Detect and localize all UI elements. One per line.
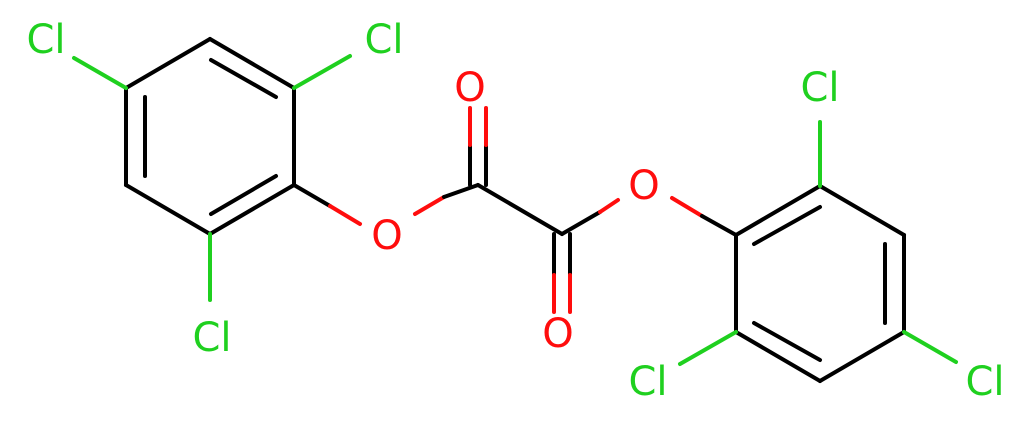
aromatic-inner-bond	[752, 321, 822, 362]
aromatic-inner-bond	[752, 205, 822, 246]
bond-o	[328, 204, 362, 226]
aromatic-inner-bond	[209, 58, 278, 99]
bond-cl	[72, 56, 128, 90]
bond	[292, 183, 332, 208]
bond-o	[598, 198, 620, 214]
bond-cl	[902, 330, 958, 364]
left-aromatic-ring	[124, 37, 296, 236]
bond	[124, 37, 212, 90]
atom-o: O	[371, 213, 402, 259]
atom-cl: Cl	[628, 359, 667, 405]
bond	[734, 330, 822, 383]
aromatic-inner-bond	[209, 174, 278, 216]
bond-cl	[678, 330, 738, 366]
bond-cl	[292, 54, 352, 90]
atom-cl: Cl	[800, 65, 839, 111]
atom-o: O	[628, 163, 659, 209]
atom-o: O	[454, 65, 485, 111]
atom-cl: Cl	[26, 17, 65, 63]
bond	[442, 183, 480, 199]
bond	[208, 183, 296, 236]
bond	[124, 183, 212, 236]
bond	[818, 184, 906, 237]
atom-o: O	[542, 311, 573, 357]
bond	[700, 214, 738, 237]
bond	[734, 184, 822, 237]
bond	[476, 183, 564, 236]
bond	[818, 330, 906, 383]
atom-cl: Cl	[965, 359, 1004, 405]
bond-o	[670, 196, 704, 218]
right-aromatic-ring	[734, 184, 906, 383]
bond	[208, 37, 296, 90]
atom-cl: Cl	[192, 315, 231, 361]
bond-o	[413, 195, 446, 216]
bond	[560, 210, 602, 236]
atom-cl: Cl	[364, 17, 403, 63]
